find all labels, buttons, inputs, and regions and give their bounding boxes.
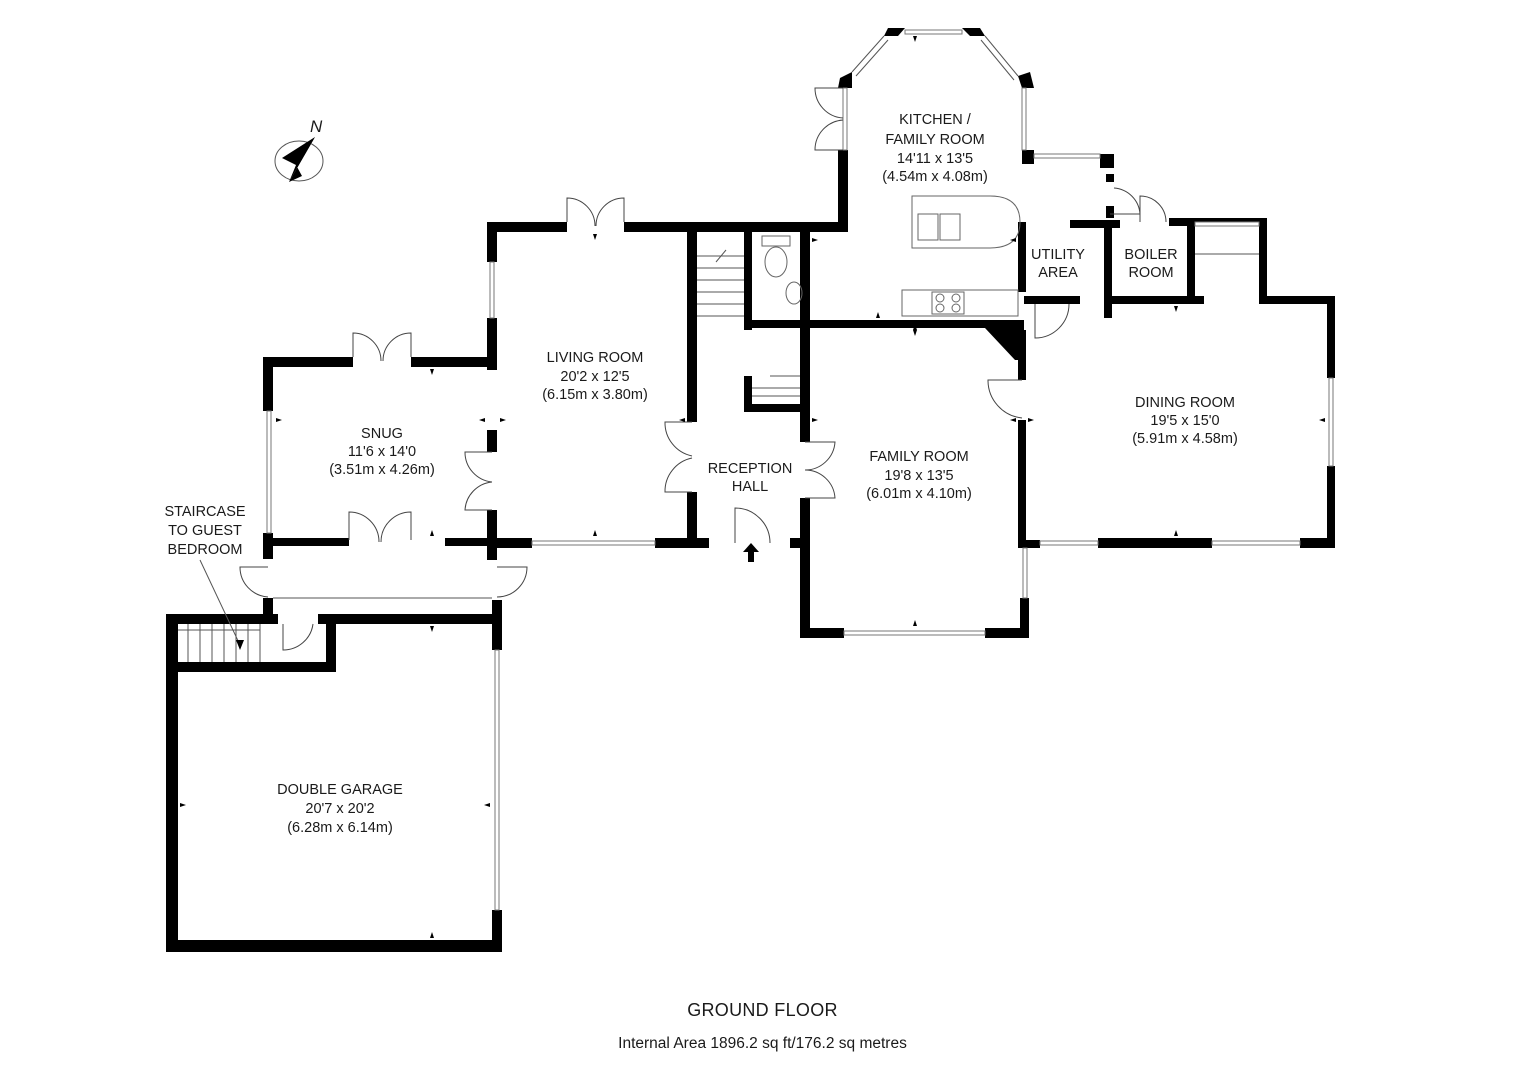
kitchen-dims-imperial: 14'11 x 13'5 bbox=[897, 151, 973, 167]
floor-plan: N bbox=[164, 28, 1335, 952]
doors bbox=[239, 87, 1167, 651]
windows bbox=[266, 29, 1334, 911]
basin-icon bbox=[785, 281, 803, 305]
boiler-name-line2: ROOM bbox=[1128, 265, 1173, 281]
hob-icon bbox=[935, 293, 945, 303]
snug-dims-metric: (3.51m x 4.26m) bbox=[329, 462, 435, 478]
staircase-name-line1: STAIRCASE bbox=[164, 504, 245, 520]
family-name: FAMILY ROOM bbox=[869, 449, 968, 465]
living-dims-metric: (6.15m x 3.80m) bbox=[542, 387, 648, 403]
dining-name: DINING ROOM bbox=[1135, 395, 1235, 411]
boiler-name-line1: BOILER bbox=[1124, 247, 1177, 263]
staircase-name-line2: TO GUEST bbox=[168, 523, 242, 539]
toilet-icon bbox=[761, 235, 791, 247]
reception-label: RECEPTION HALL bbox=[708, 461, 793, 495]
living-label: LIVING ROOM 20'2 x 12'5 (6.15m x 3.80m) bbox=[542, 350, 648, 403]
family-label: FAMILY ROOM 19'8 x 13'5 (6.01m x 4.10m) bbox=[866, 449, 972, 502]
stairs-icon bbox=[697, 249, 800, 397]
kitchen-name-line2: FAMILY ROOM bbox=[885, 132, 984, 148]
dimension-markers bbox=[180, 36, 1325, 938]
utility-label: UTILITY AREA bbox=[1031, 247, 1085, 281]
fixtures bbox=[178, 195, 1021, 662]
entrance-arrow-icon bbox=[743, 543, 759, 562]
living-dims-imperial: 20'2 x 12'5 bbox=[560, 369, 629, 385]
snug-name: SNUG bbox=[361, 426, 403, 442]
garage-name: DOUBLE GARAGE bbox=[277, 782, 403, 798]
kitchen-counter bbox=[901, 289, 1019, 317]
utility-name-line2: AREA bbox=[1038, 265, 1078, 281]
kitchen-label: KITCHEN / FAMILY ROOM 14'11 x 13'5 (4.54… bbox=[882, 112, 988, 185]
sink-icon bbox=[917, 213, 939, 241]
utility-name-line1: UTILITY bbox=[1031, 247, 1085, 263]
dining-dims-metric: (5.91m x 4.58m) bbox=[1132, 431, 1238, 447]
reception-name-line2: HALL bbox=[732, 479, 768, 495]
garage-dims-metric: (6.28m x 6.14m) bbox=[287, 820, 393, 836]
family-dims-imperial: 19'8 x 13'5 bbox=[884, 468, 953, 484]
staircase-label: STAIRCASE TO GUEST BEDROOM bbox=[164, 504, 245, 558]
living-name: LIVING ROOM bbox=[547, 350, 644, 366]
snug-dims-imperial: 11'6 x 14'0 bbox=[348, 444, 416, 460]
boiler-label: BOILER ROOM bbox=[1124, 247, 1177, 281]
internal-area-text: Internal Area 1896.2 sq ft/176.2 sq metr… bbox=[618, 1035, 907, 1052]
compass-north-label: N bbox=[310, 117, 323, 136]
garage-label: DOUBLE GARAGE 20'7 x 20'2 (6.28m x 6.14m… bbox=[277, 782, 403, 836]
dining-dims-imperial: 19'5 x 15'0 bbox=[1150, 413, 1219, 429]
family-dims-metric: (6.01m x 4.10m) bbox=[866, 486, 972, 502]
reception-name-line1: RECEPTION bbox=[708, 461, 793, 477]
garage-dims-imperial: 20'7 x 20'2 bbox=[305, 801, 374, 817]
kitchen-island bbox=[911, 195, 1021, 249]
floor-title: GROUND FLOOR bbox=[687, 1000, 838, 1020]
room-labels: KITCHEN / FAMILY ROOM 14'11 x 13'5 (4.54… bbox=[164, 112, 1237, 836]
compass-icon: N bbox=[274, 117, 324, 182]
snug-label: SNUG 11'6 x 14'0 (3.51m x 4.26m) bbox=[329, 426, 435, 478]
staircase-name-line3: BEDROOM bbox=[168, 542, 243, 558]
kitchen-name-line1: KITCHEN / bbox=[899, 112, 972, 128]
dining-label: DINING ROOM 19'5 x 15'0 (5.91m x 4.58m) bbox=[1132, 395, 1238, 447]
kitchen-dims-metric: (4.54m x 4.08m) bbox=[882, 169, 988, 185]
guest-staircase-icon bbox=[178, 559, 261, 662]
